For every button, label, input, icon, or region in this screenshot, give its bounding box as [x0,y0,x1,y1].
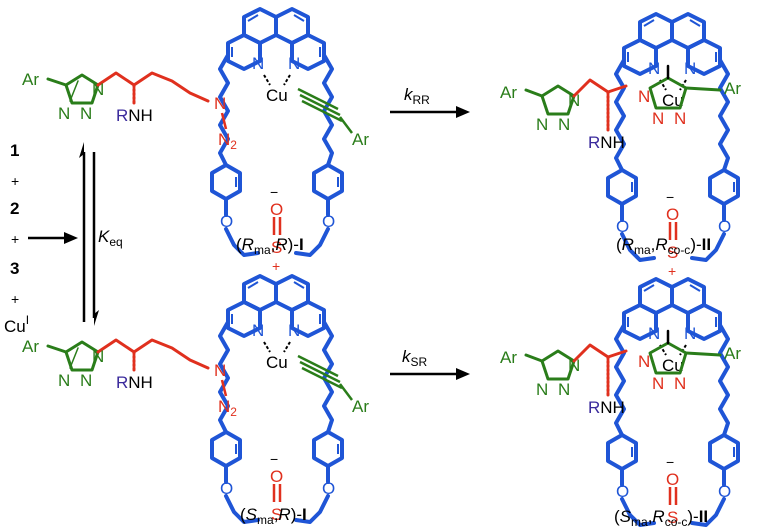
complex-bl [20,274,371,529]
label-complex-bl: (Sma,R)-I [240,505,307,527]
reactant-1: 1 [10,141,19,160]
reactant-list: 1 + 2 + 3 + CuI [4,141,29,336]
rate-arrow-bottom [390,368,470,380]
plus-1: + [11,173,19,189]
plus-2: + [11,231,19,247]
product-br [498,277,743,529]
k-eq-label: Keq [98,227,123,249]
label-product-br: (Sma,Rco-c)-II [614,507,708,529]
label-product-tr: (Rma,Rco-c)-II [616,235,711,257]
reactant-2: 2 [10,199,19,218]
rate-arrow-top [390,106,470,118]
equilibrium-arrows [79,142,99,326]
plus-3: + [11,291,19,307]
reactant-3: 3 [10,259,19,278]
reactant-cu: CuI [4,313,29,336]
k-rr-label: kRR [404,85,430,107]
entry-arrow [28,232,78,244]
label-complex-tl: (Rma,R)-I [236,235,304,257]
complex-tl [20,7,371,276]
k-sr-label: kSR [402,347,428,369]
